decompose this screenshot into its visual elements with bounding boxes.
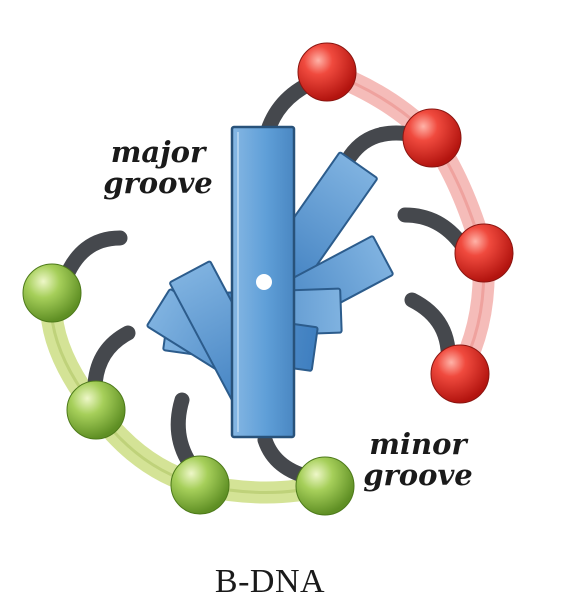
minor-groove-line-2: groove — [358, 461, 478, 490]
linker — [405, 215, 462, 245]
helix-axis-dot — [257, 275, 272, 290]
major-groove-line-1: major — [98, 138, 218, 167]
major-groove-label: major groove — [98, 138, 218, 198]
phosphate-sphere — [171, 456, 229, 514]
phosphate-sphere — [455, 224, 513, 282]
major-groove-line-2: groove — [98, 169, 218, 198]
phosphate-sphere — [431, 345, 489, 403]
phosphate-sphere — [298, 43, 356, 101]
phosphate-sphere — [296, 457, 354, 515]
phosphate-sphere — [403, 109, 461, 167]
minor-groove-line-1: minor — [358, 430, 478, 459]
minor-groove-label: minor groove — [358, 430, 478, 490]
phosphate-sphere — [23, 264, 81, 322]
diagram-title: B-DNA — [160, 565, 380, 599]
phosphate-sphere — [67, 381, 125, 439]
